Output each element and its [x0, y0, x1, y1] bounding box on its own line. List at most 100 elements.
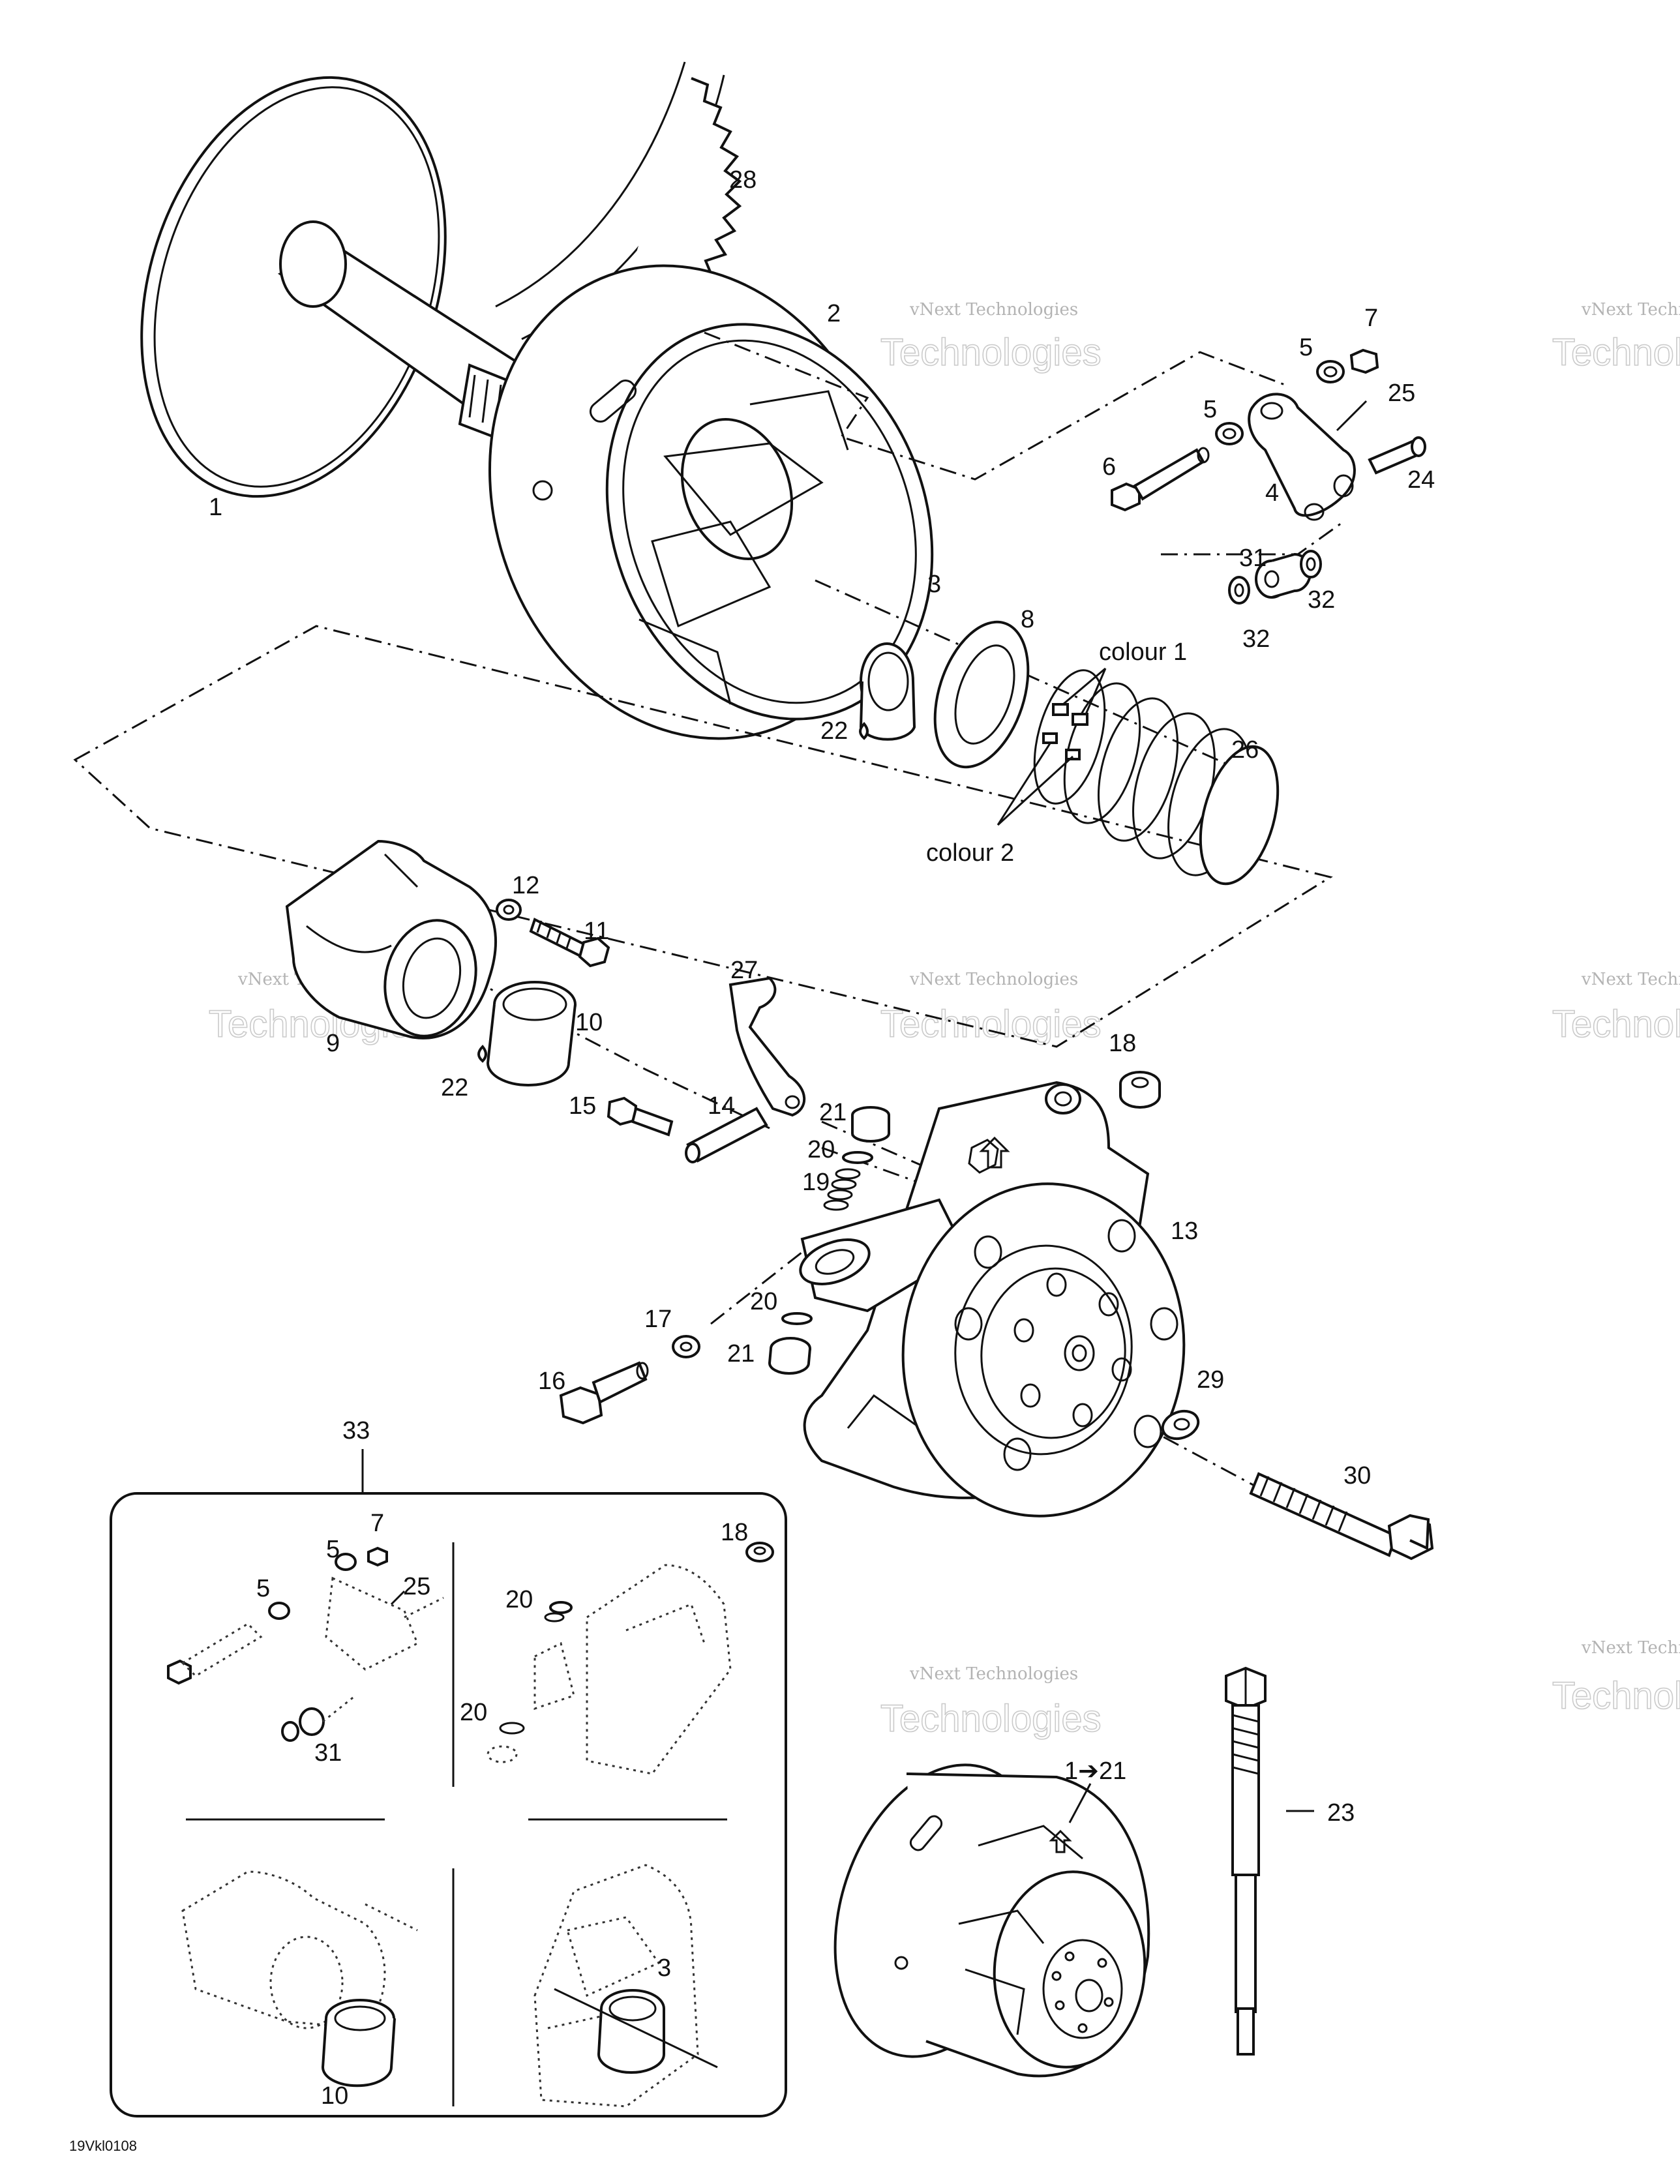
- callout-23: 23: [1327, 1799, 1355, 1827]
- callout-31: 31: [1239, 545, 1267, 572]
- inset-callout-5: 5: [326, 1536, 340, 1563]
- watermark-outline: Technologies: [1552, 1003, 1680, 1045]
- callout-12: 12: [512, 872, 539, 899]
- part-14-pin: [685, 1107, 768, 1163]
- callout-32: 32: [1308, 586, 1335, 614]
- callout-2: 2: [827, 300, 841, 327]
- callout-17: 17: [644, 1306, 672, 1333]
- part-5-spacer-a: [1215, 422, 1244, 445]
- callout-27: 27: [730, 957, 758, 984]
- callout-18: 18: [1109, 1030, 1136, 1057]
- callout-10: 10: [575, 1009, 603, 1036]
- callout-5: 5: [1299, 334, 1313, 361]
- callout-29: 29: [1197, 1366, 1224, 1394]
- part-1-fixed-sheave: [140, 76, 537, 498]
- callout-13: 13: [1171, 1218, 1198, 1245]
- part-17-washer: [672, 1335, 700, 1358]
- inset-callout-3: 3: [657, 1954, 671, 1982]
- inset-callout-5: 5: [256, 1575, 270, 1602]
- part-20-oring-top: [842, 1151, 873, 1164]
- part-26-spring: [1033, 669, 1280, 886]
- colour-2-label: colour 2: [926, 839, 1014, 867]
- part-22-grease-drop: [477, 1045, 487, 1063]
- colour-1-label: colour 1: [1099, 638, 1187, 666]
- callout-30: 30: [1343, 1462, 1371, 1489]
- watermark-text: vNext Technologies: [909, 300, 1078, 320]
- colour-mark: [1052, 703, 1069, 716]
- inset-sheave-view: [533, 1864, 718, 2108]
- watermark-text: vNext Technologies: [1581, 970, 1680, 989]
- watermark-outline: Technologies: [1552, 331, 1680, 374]
- inset-panel: [110, 1492, 787, 2117]
- watermark-text: vNext Technologies: [909, 1664, 1078, 1684]
- part-32-washer-b: [1300, 550, 1322, 578]
- callout-22: 22: [441, 1074, 468, 1101]
- callout-21: 21: [727, 1340, 755, 1368]
- callout-32: 32: [1242, 625, 1270, 653]
- part-12-washer: [496, 899, 522, 921]
- watermark-text: vNext Technologies: [909, 970, 1078, 989]
- inset-callout-18: 18: [721, 1519, 748, 1546]
- callout-24: 24: [1407, 466, 1435, 494]
- callout-labels: 1 2 3 4 5 5 6 7 8 9 10 11 12 13 14 15 16…: [209, 166, 1435, 1827]
- part-20-oring-bottom: [781, 1312, 813, 1325]
- inset-callout-10: 10: [321, 2082, 348, 2110]
- callout-4: 4: [1265, 479, 1279, 507]
- colour-mark: [1072, 713, 1088, 726]
- part-25-cotter-pin: [1336, 400, 1368, 432]
- part-9-cam-body: [285, 839, 497, 1040]
- watermark-text: vNext Technologies: [1581, 1638, 1680, 1658]
- part-27-arm: [728, 976, 806, 1117]
- leader-1to21: [1068, 1783, 1092, 1823]
- part-32-washer-a: [1228, 576, 1250, 605]
- callout-21: 21: [819, 1099, 847, 1126]
- callout-11: 11: [584, 918, 609, 945]
- watermark-outline: Technologies: [880, 331, 1102, 374]
- part-23-long-bolt: [1225, 1666, 1267, 2056]
- colour-mark: [1065, 749, 1081, 760]
- inset-spider-view: [487, 1542, 774, 1775]
- callout-28: 28: [729, 166, 757, 194]
- part-22-grease-drop: [859, 722, 869, 740]
- part-7-nut: [1349, 348, 1379, 374]
- callout-25: 25: [1388, 380, 1415, 407]
- part-8-seal-washer: [933, 620, 1030, 769]
- callout-1: 1: [209, 494, 222, 521]
- callout-1-to-21: 1➔21: [1064, 1758, 1126, 1785]
- callout-9: 9: [326, 1030, 340, 1057]
- diagram-code: 19Vkl0108: [69, 2138, 137, 2154]
- callout-6: 6: [1102, 453, 1116, 481]
- callout-16: 16: [538, 1368, 565, 1395]
- callout-14: 14: [708, 1092, 735, 1120]
- part-24-pin: [1368, 436, 1426, 475]
- inset-callout-7: 7: [370, 1510, 384, 1537]
- part-29-washer: [1161, 1409, 1200, 1441]
- part-10-bushing: [486, 981, 577, 1086]
- part-16-shoulder-bolt: [559, 1361, 649, 1425]
- part-5-spacer-b: [1316, 360, 1345, 383]
- inset-lever-view: [167, 1546, 444, 1742]
- callout-19: 19: [802, 1169, 830, 1196]
- inset-callout-20: 20: [505, 1586, 533, 1613]
- watermark-text: vNext Technologies: [1581, 300, 1680, 320]
- callout-5: 5: [1203, 396, 1217, 423]
- part-19-spring: [823, 1168, 861, 1211]
- watermark-outline: Technologies: [1552, 1675, 1680, 1717]
- part-3-bushing: [859, 642, 916, 741]
- part-21-cap-bottom: [768, 1337, 811, 1375]
- colour-pointer-lines: [997, 667, 1107, 826]
- callout-8: 8: [1021, 606, 1034, 633]
- callout-15: 15: [569, 1092, 596, 1120]
- part-15-bolt: [607, 1096, 674, 1137]
- inset-callout-labels: 7 5 5 25 31 18 20 20 10 3: [256, 1510, 748, 2110]
- part-13-spider-housing: [799, 1081, 1186, 1518]
- callout-7: 7: [1364, 305, 1378, 332]
- inset-callout-31: 31: [314, 1739, 342, 1767]
- inset-callout-20: 20: [460, 1699, 487, 1726]
- part-21-cap-top: [851, 1106, 890, 1143]
- assembled-clutch-1to21: [833, 1763, 1150, 2078]
- part-4-lever-arm: [1248, 393, 1356, 521]
- part-30-long-bolt: [1249, 1472, 1434, 1561]
